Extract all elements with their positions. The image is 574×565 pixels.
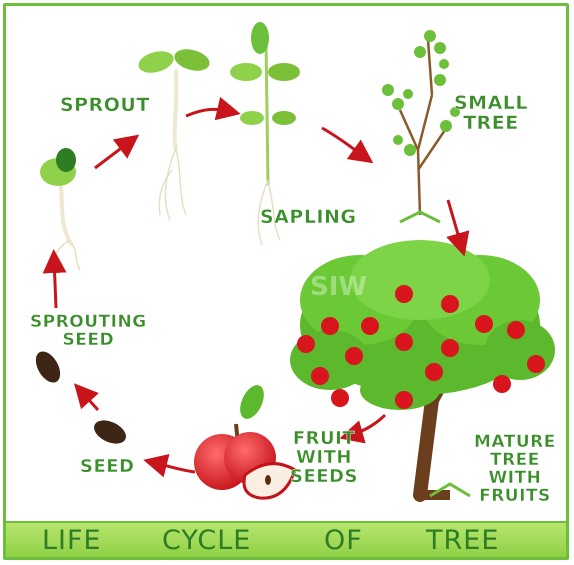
label-mature-tree: MATURE TREE WITH FRUITS	[474, 434, 556, 505]
label-sprout: SPROUT	[60, 96, 150, 116]
label-sapling: SAPLING	[260, 208, 357, 228]
title-word-cycle: CYCLE	[162, 525, 251, 556]
label-seed: SEED	[80, 458, 135, 477]
label-small-tree: SMALL TREE	[454, 94, 528, 134]
title-banner: LIFE CYCLE OF TREE	[6, 521, 566, 557]
label-fruit-with-seeds: FRUIT WITH SEEDS	[290, 430, 358, 487]
title-word-of: OF	[324, 525, 363, 556]
apple-illustration	[194, 381, 295, 498]
label-sprouting-seed: SPROUTING SEED	[30, 314, 147, 350]
seeds-illustration	[31, 347, 130, 448]
watermark: SIW	[310, 272, 367, 302]
title-word-life: LIFE	[42, 525, 102, 556]
sprouting-seed-illustration	[40, 148, 80, 270]
small-tree-illustration	[382, 30, 460, 222]
title-word-tree: TREE	[426, 525, 499, 556]
sprout-illustration	[136, 46, 212, 220]
